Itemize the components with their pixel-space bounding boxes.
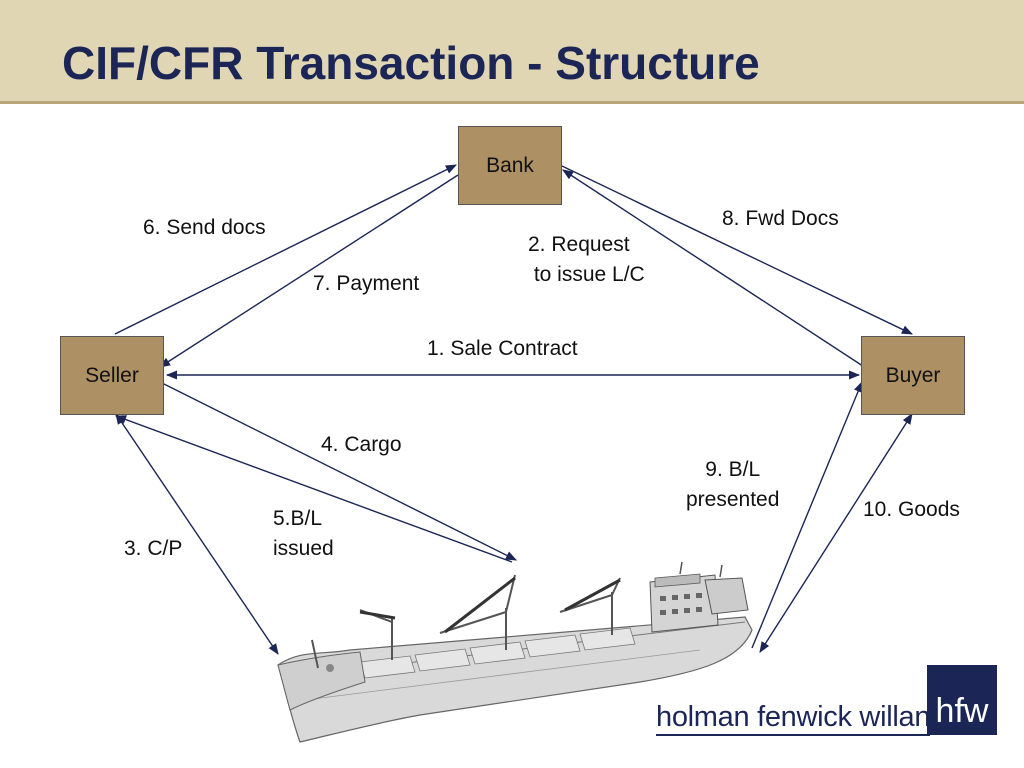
- header-band: [0, 0, 1024, 104]
- step-4-label: 4. Cargo: [321, 433, 402, 456]
- seller-node: Seller: [60, 336, 164, 415]
- page-title: CIF/CFR Transaction - Structure: [62, 37, 760, 89]
- ship-icon: [277, 561, 753, 743]
- step-6-label: 6. Send docs: [143, 216, 266, 239]
- company-name: holman fenwick willan: [656, 700, 930, 736]
- step-1-label: 1. Sale Contract: [427, 337, 578, 360]
- arrow-send-docs: [114, 164, 458, 335]
- step-7-label: 7. Payment: [313, 272, 420, 295]
- arrow-request-lc: [562, 169, 873, 373]
- arrow-cargo: [159, 381, 518, 561]
- buyer-node: Buyer: [861, 336, 965, 415]
- arrow-bl-presented: [751, 380, 863, 649]
- step-2-label: 2. Request to issue L/C: [528, 233, 645, 286]
- bank-node: Bank: [458, 126, 562, 205]
- step-10-label: 10. Goods: [863, 498, 960, 521]
- hfw-logo-icon: hfw: [927, 665, 997, 735]
- arrow-payment: [159, 174, 459, 368]
- arrow-charter-party: [115, 413, 279, 655]
- step-8-label: 8. Fwd Docs: [722, 207, 839, 230]
- step-5-label: 5.B/L issued: [273, 507, 334, 560]
- step-3-label: 3. C/P: [124, 537, 183, 560]
- step-9-label: 9. B/L presented: [686, 458, 780, 511]
- arrow-fwd-docs: [561, 165, 914, 335]
- arrow-goods: [759, 413, 913, 653]
